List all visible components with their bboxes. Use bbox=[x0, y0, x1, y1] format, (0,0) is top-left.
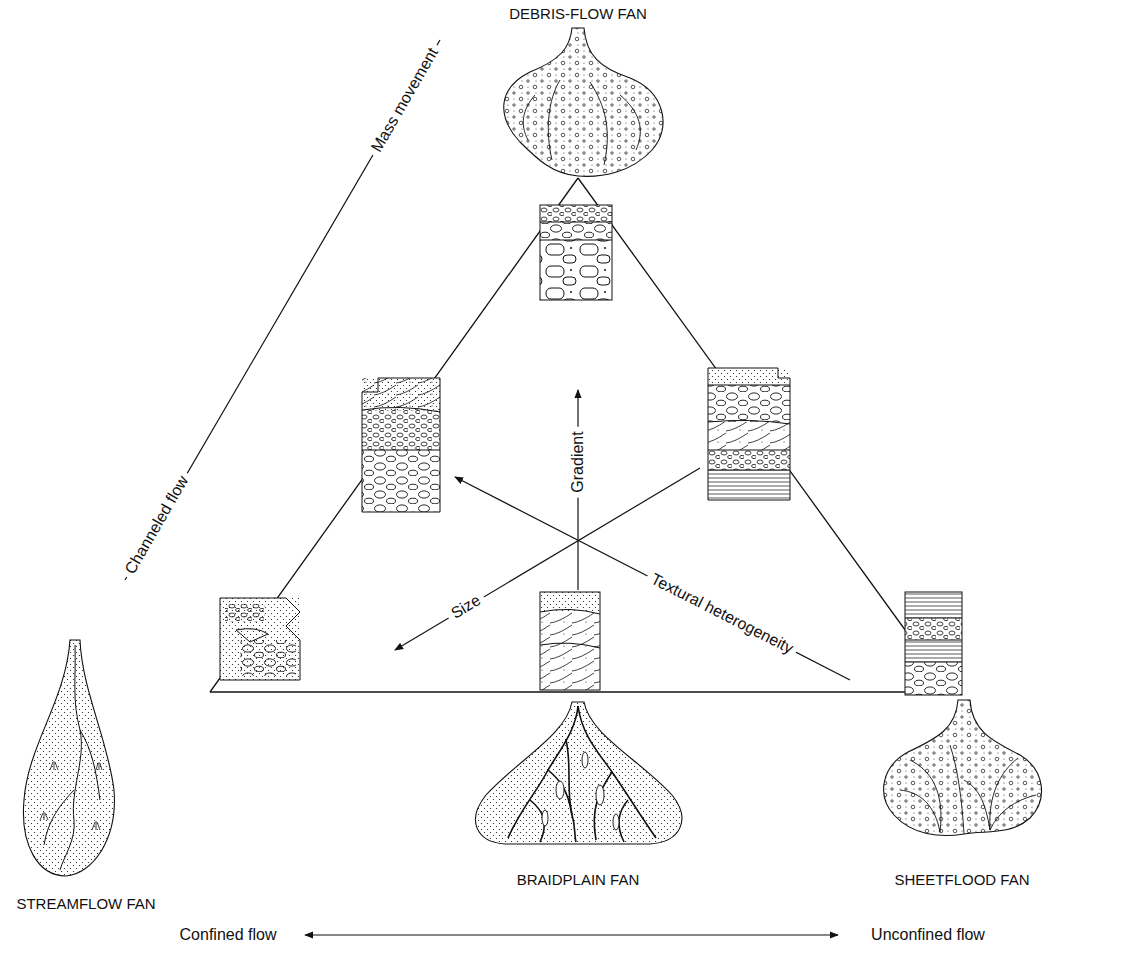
axis-end-label: Confined flow bbox=[180, 926, 277, 944]
fan-type-label: BRAIDPLAIN FAN bbox=[517, 871, 640, 888]
confinement-axis-arrow bbox=[305, 934, 838, 935]
process-label: Channeled flow bbox=[118, 468, 196, 582]
trend-label: Gradient bbox=[568, 426, 588, 497]
classification-triangle bbox=[210, 178, 950, 692]
column-bottom-left bbox=[220, 598, 300, 680]
fan-type-label: STREAMFLOW FAN bbox=[16, 895, 155, 912]
debris-flow-fan-sketch bbox=[504, 28, 663, 176]
column-bottom-middle bbox=[540, 592, 600, 690]
trend-arrows bbox=[395, 390, 850, 680]
column-bottom-right bbox=[905, 592, 962, 695]
axis-end-label: Unconfined flow bbox=[871, 926, 985, 944]
fan-type-label: SHEETFLOOD FAN bbox=[894, 871, 1029, 888]
column-right-middle bbox=[708, 368, 790, 500]
column-left-middle bbox=[362, 378, 440, 512]
streamflow-fan-sketch bbox=[23, 640, 114, 876]
sheetflood-fan-sketch bbox=[884, 700, 1042, 836]
braidplain-fan-sketch bbox=[476, 702, 682, 844]
fan-type-label: DEBRIS-FLOW FAN bbox=[509, 5, 647, 22]
process-label: Mass movement bbox=[364, 40, 445, 161]
trend-label: Size bbox=[443, 588, 489, 627]
column-top bbox=[540, 205, 612, 300]
trend-label: Textural heterogeneity bbox=[643, 567, 801, 661]
